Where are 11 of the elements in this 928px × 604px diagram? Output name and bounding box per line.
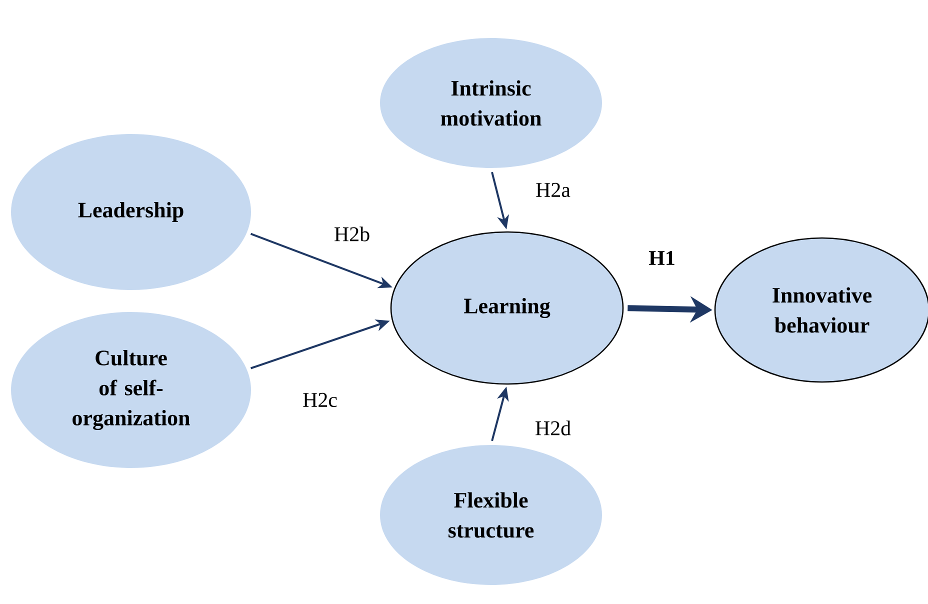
edge-label: H2d — [534, 420, 572, 436]
ellipse-node: Innovative behaviour — [714, 237, 928, 383]
ellipse-node: Flexible structure — [380, 445, 602, 585]
edge-label: H2b — [332, 226, 372, 242]
ellipse-node: Intrinsic motivation — [380, 38, 602, 168]
ellipse-node: Learning — [390, 231, 624, 385]
ellipse-node: Leadership — [11, 134, 251, 290]
edge-label: H2c — [302, 392, 338, 408]
ellipse-node: Culture of self-organization — [11, 312, 251, 468]
edge-label: H2a — [534, 182, 572, 198]
edge-label: H1 — [648, 250, 676, 266]
